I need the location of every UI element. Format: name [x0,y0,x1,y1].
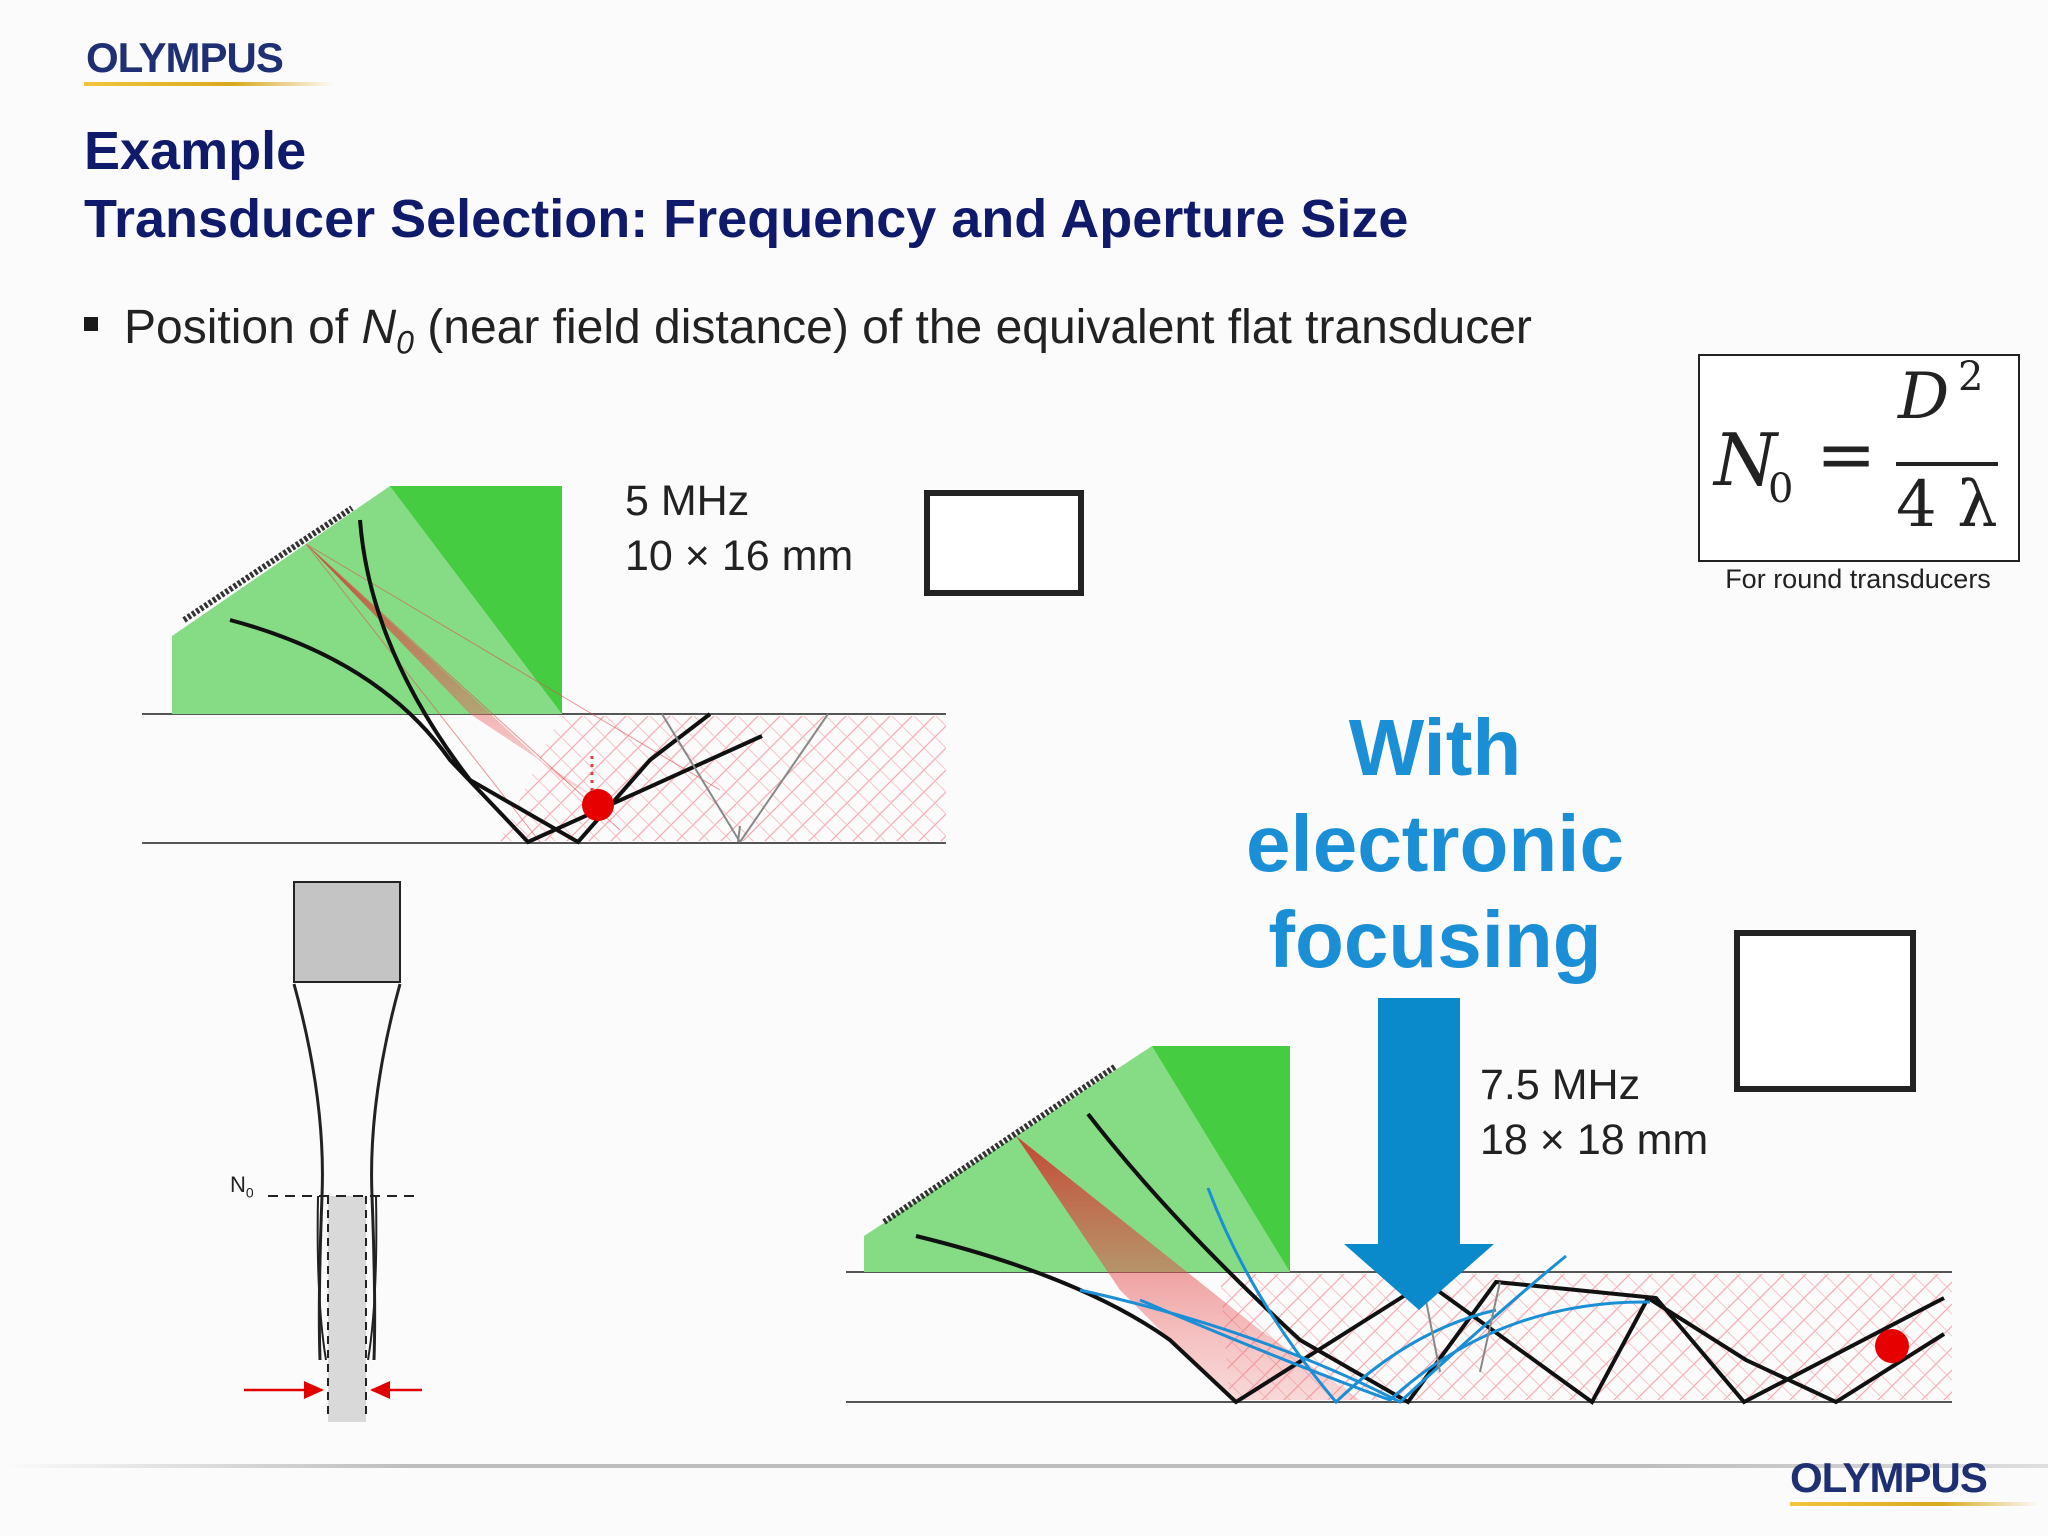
near-field-formula: N 0 = D 2 4 λ [1698,354,2020,562]
logo-underline-top [84,82,334,86]
bottom-aperture-square [1734,930,1916,1092]
formula-equals: = [1816,412,1877,496]
bottom-beam-hatch [1220,1274,1952,1400]
focus-line3: focusing [1268,895,1602,984]
near-field-label-n: N [230,1172,246,1197]
top-wedge-dark-face [390,486,562,714]
bottom-refracted-ray-2 [1086,1112,1945,1405]
bottom-beam-fan [1016,1136,1360,1400]
focus-line1: With [1348,703,1522,792]
formula-numerator: D [1898,360,1950,434]
formula-fraction-bar [1896,462,1998,466]
olympus-logo-footer: OLYMPUS [1790,1454,1988,1501]
bullet-suffix: (near field distance) of the equivalent … [413,301,1532,354]
top-probe-specs: 5 MHz 10 × 16 mm [625,474,853,584]
bottom-defect-dot [1875,1329,1909,1363]
focus-line2: electronic [1246,799,1624,888]
top-defect-dot [582,789,614,821]
beam-core [328,1196,366,1422]
olympus-logo-top: OLYMPUS [86,34,284,81]
bottom-wedge-diagram [846,1046,1952,1405]
footer-rule [0,1464,2048,1468]
top-aperture-rectangle [924,490,1084,596]
top-wedge-diagram [142,486,946,845]
electronic-focusing-label: With electronic focusing [1200,700,1670,988]
focused-ray-3 [1139,1298,1651,1402]
bottom-refracted-ray-1 [915,1234,1946,1405]
bottom-probe-frequency: 7.5 MHz [1480,1061,1641,1109]
focusing-arrow-icon [1344,998,1494,1310]
formula-caption: For round transducers [1725,564,1991,594]
beam-profile-diagram [244,881,422,1422]
top-probe-frequency: 5 MHz [625,477,750,525]
flat-transducer-block [293,881,401,983]
bottom-probe-array [882,1063,1118,1225]
formula-lhs: N [1714,418,1777,502]
top-refracted-ray-1 [229,618,763,845]
focused-ray-1 [1206,1187,1497,1405]
logo-underline-footer [1790,1502,2040,1506]
bottom-wedge-dark-face [1152,1046,1290,1272]
bottom-probe-aperture: 18 × 18 mm [1480,1116,1709,1164]
near-field-label: N0 [230,1172,254,1200]
bullet-prefix: Position of [124,301,362,354]
bullet-subscript: 0 [396,324,414,361]
formula-lhs-sub: 0 [1768,466,1794,512]
right-width-arrow-icon [370,1381,390,1399]
bullet-near-field: Position of N0 (near field distance) of … [84,300,1532,362]
bullet-square-icon [84,317,98,332]
left-width-arrow-icon [304,1381,324,1399]
bottom-wedge-body [864,1046,1290,1272]
top-probe-aperture: 10 × 16 mm [625,532,854,580]
formula-exponent: 2 [1958,354,1984,400]
formula-denominator: 4 λ [1896,468,1998,542]
title-main: Transducer Selection: Frequency and Aper… [84,189,1409,249]
bullet-symbol: N [361,301,397,354]
near-field-label-sub: 0 [245,1184,254,1201]
bottom-probe-specs: 7.5 MHz 18 × 18 mm [1480,1058,1708,1168]
top-probe-array [182,505,354,623]
top-refracted-ray-2 [358,519,712,845]
title-example: Example [84,121,307,181]
